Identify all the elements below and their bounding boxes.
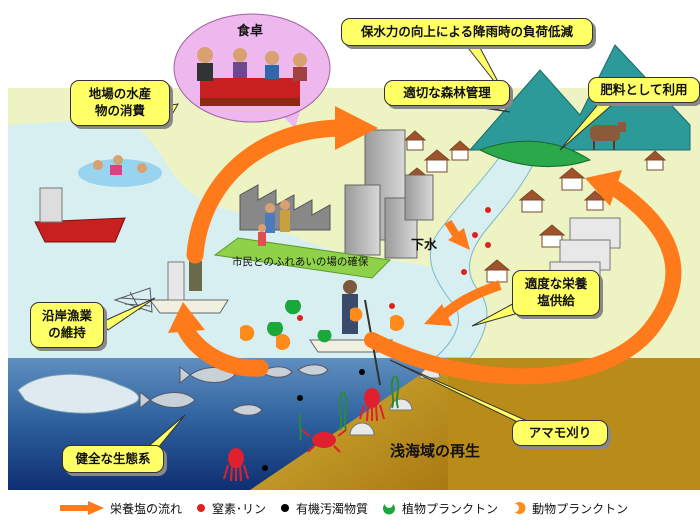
- callout-ecosystem: 健全な生態系: [62, 445, 164, 473]
- label-sewage: 下水: [411, 238, 438, 253]
- label-dining-table: 食卓: [237, 24, 264, 39]
- city-buildings: [344, 129, 434, 259]
- zoo-mark: [240, 325, 255, 341]
- red-dot-icon: [197, 504, 206, 512]
- fish-school: [139, 364, 329, 416]
- callout-coastal-fishery: 沿岸漁業 の維持: [30, 302, 104, 348]
- black-dot-icon: [281, 504, 290, 512]
- callout-forest-management: 適切な森林管理: [384, 80, 510, 106]
- swimmers: [78, 155, 162, 187]
- orange-arrow-icon: [60, 501, 104, 515]
- organic-dot: [359, 369, 365, 375]
- legend-phyto: 植物プランクトン: [382, 500, 498, 517]
- nutrient-flow-arrows: [168, 106, 682, 385]
- zoo-mark: [390, 315, 405, 331]
- nitrogen-dot: [389, 303, 395, 309]
- octopus-1: [359, 388, 385, 422]
- legend-nutrient-flow-label: 栄養塩の流れ: [110, 501, 183, 516]
- ship: [34, 187, 126, 243]
- legend-organic-label: 有機汚濁物質: [296, 501, 369, 516]
- phyto-mark: [285, 300, 301, 315]
- green-crescent-icon: [383, 504, 396, 515]
- callout-fertilizer: 肥料として利用: [588, 77, 700, 103]
- legend-organic: 有機汚濁物質: [280, 500, 368, 517]
- octopus-2: [223, 448, 249, 482]
- dining-scene: [173, 13, 331, 128]
- legend-nitrogen-label: 窒素･リン: [212, 501, 267, 516]
- phyto-mark: [267, 322, 283, 337]
- callout-nutrient-supply: 適度な栄養 塩供給: [512, 270, 600, 316]
- nitrogen-dot: [485, 242, 491, 248]
- legend-zoo-label: 動物プランクトン: [532, 501, 629, 516]
- eelgrass: [298, 375, 400, 441]
- orange-crescent-icon: [515, 502, 526, 514]
- legend-nitrogen: 窒素･リン: [196, 500, 266, 517]
- nitrogen-dot: [472, 232, 478, 238]
- legend-zoo: 動物プランクトン: [512, 500, 628, 517]
- organic-dot: [262, 465, 268, 471]
- callout-water-retention: 保水力の向上による降雨時の負荷低減: [341, 18, 593, 46]
- callout-eelgrass: アマモ刈り: [512, 420, 608, 446]
- legend-nutrient-flow: 栄養塩の流れ: [60, 500, 182, 517]
- dugong: [17, 373, 140, 414]
- zoo-mark: [350, 307, 363, 322]
- mountain: [468, 44, 691, 151]
- walkers: [258, 200, 290, 246]
- crab: [301, 429, 347, 453]
- cow: [590, 122, 626, 150]
- plankton-markers: [240, 207, 491, 471]
- phyto-mark: [317, 330, 332, 343]
- nitrogen-dot: [485, 207, 491, 213]
- park-strip: [213, 237, 392, 279]
- legend: 栄養塩の流れ 窒素･リン 有機汚濁物質 植物プランクトン 動物プランクトン: [60, 496, 700, 520]
- callout-local-fish: 地場の水産 物の消費: [70, 80, 170, 126]
- organic-dot: [297, 395, 303, 401]
- zoo-mark: [276, 334, 291, 350]
- fishing-boat-left: [148, 249, 229, 314]
- nitrogen-dot: [297, 315, 303, 321]
- label-citizen-place: 市民とのふれあいの場の確保: [232, 256, 369, 268]
- legend-phyto-label: 植物プランクトン: [402, 501, 499, 516]
- nitrogen-dot: [461, 269, 467, 275]
- label-shallow-regen: 浅海域の再生: [390, 442, 481, 460]
